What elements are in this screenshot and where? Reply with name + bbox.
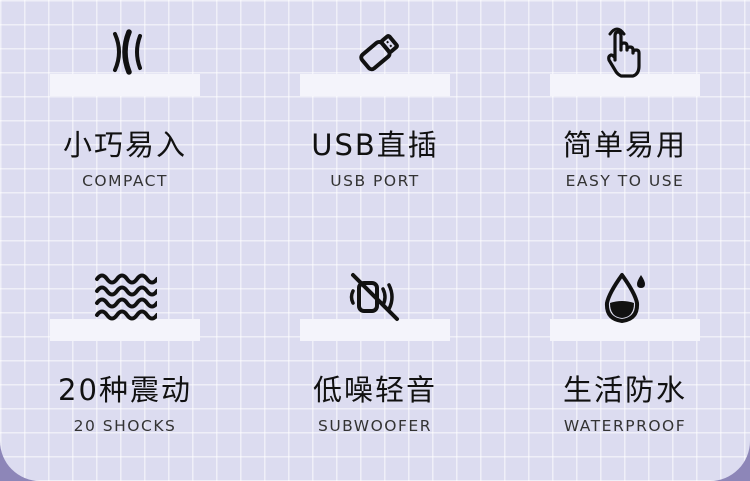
feature-waterproof: 生活防水 WATERPROOF — [500, 245, 750, 481]
feature-bar — [300, 319, 450, 341]
feature-shocks: 20种震动 20 SHOCKS — [0, 245, 250, 481]
usb-icon — [343, 20, 407, 84]
feature-bar — [50, 319, 200, 341]
water-drop-icon — [593, 265, 657, 329]
mute-icon — [343, 265, 407, 329]
feature-title: 简单易用 — [562, 128, 687, 162]
feature-subtitle: USB PORT — [330, 172, 420, 190]
feature-bar — [300, 74, 450, 96]
feature-title: 20种震动 — [58, 373, 192, 407]
waves-icon — [93, 265, 157, 329]
feature-title: USB直插 — [311, 128, 439, 162]
feature-compact: 小巧易入 COMPACT — [0, 0, 250, 240]
feature-subtitle: 20 SHOCKS — [73, 417, 177, 435]
feature-subtitle: EASY TO USE — [565, 172, 685, 190]
feature-bar — [550, 74, 700, 96]
feature-bar — [550, 319, 700, 341]
feature-bar — [50, 74, 200, 96]
feature-subwoofer: 低噪轻音 SUBWOOFER — [250, 245, 500, 481]
feature-title: 低噪轻音 — [312, 373, 437, 407]
feature-subtitle: SUBWOOFER — [318, 417, 432, 435]
hand-tap-icon — [593, 20, 657, 84]
feature-usb: USB直插 USB PORT — [250, 0, 500, 240]
feature-subtitle: COMPACT — [82, 172, 168, 190]
feature-easy: 简单易用 EASY TO USE — [500, 0, 750, 240]
feature-subtitle: WATERPROOF — [563, 417, 687, 435]
feature-title: 小巧易入 — [62, 128, 187, 162]
feature-title: 生活防水 — [562, 373, 687, 407]
vibration-icon — [93, 20, 157, 84]
